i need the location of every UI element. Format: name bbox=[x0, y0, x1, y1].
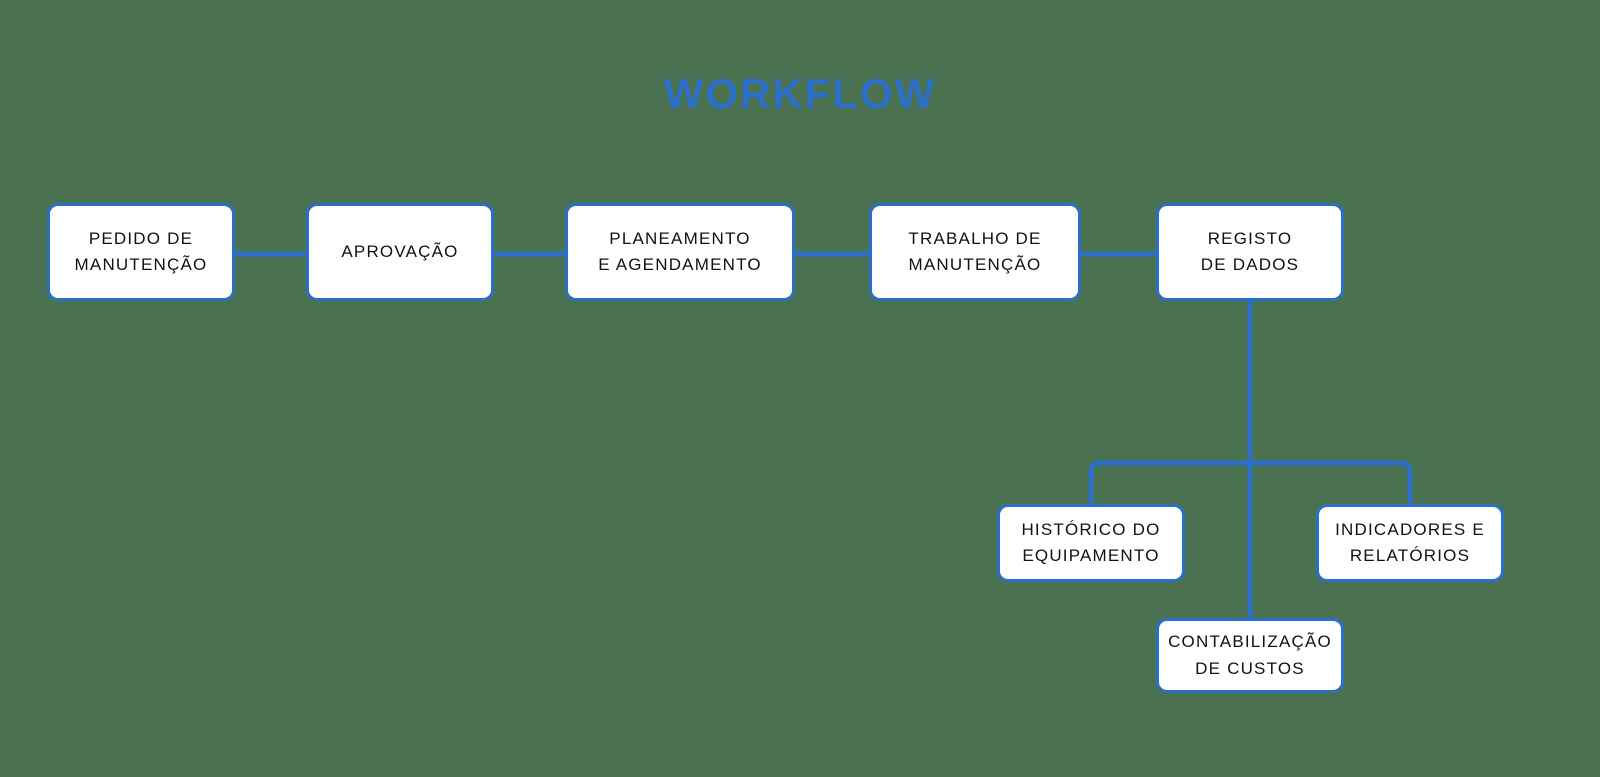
node-label: REGISTO DE DADOS bbox=[1200, 228, 1300, 274]
node-planeamento-e-agendamento[interactable]: PLANEAMENTO E AGENDAMENTO bbox=[565, 203, 795, 301]
node-label: APROVAÇÃO bbox=[341, 241, 459, 261]
node-historico-do-equipamento[interactable]: HISTÓRICO DO EQUIPAMENTO bbox=[997, 504, 1185, 582]
node-label: INDICADORES E RELATÓRIOS bbox=[1335, 519, 1485, 565]
node-label: PEDIDO DE MANUTENÇÃO bbox=[74, 228, 208, 274]
node-registo-de-dados[interactable]: REGISTO DE DADOS bbox=[1156, 203, 1344, 301]
node-label: HISTÓRICO DO EQUIPAMENTO bbox=[1021, 519, 1161, 565]
node-pedido-de-manutencao[interactable]: PEDIDO DE MANUTENÇÃO bbox=[47, 203, 235, 301]
node-aprovacao[interactable]: APROVAÇÃO bbox=[306, 203, 494, 301]
node-contabilizacao-de-custos[interactable]: CONTABILIZAÇÃO DE CUSTOS bbox=[1156, 618, 1344, 693]
node-trabalho-de-manutencao[interactable]: TRABALHO DE MANUTENÇÃO bbox=[869, 203, 1081, 301]
node-label: TRABALHO DE MANUTENÇÃO bbox=[908, 228, 1042, 274]
connector-branch-left bbox=[1088, 460, 1250, 582]
node-label: CONTABILIZAÇÃO DE CUSTOS bbox=[1168, 632, 1332, 678]
node-label: PLANEAMENTO E AGENDAMENTO bbox=[598, 228, 762, 274]
connector-branch-right bbox=[1250, 460, 1413, 582]
node-indicadores-e-relatorios[interactable]: INDICADORES E RELATÓRIOS bbox=[1316, 504, 1504, 582]
page-title: WORKFLOW bbox=[663, 70, 937, 117]
